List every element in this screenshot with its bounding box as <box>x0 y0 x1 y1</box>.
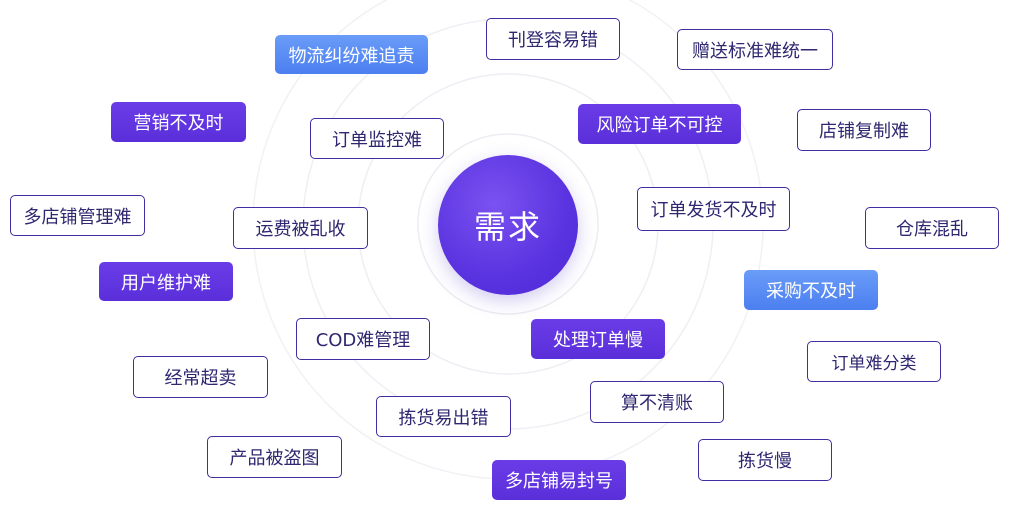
tag-listing-errors: 刊登容易错 <box>486 18 620 60</box>
tag-slow-order-processing: 处理订单慢 <box>531 319 665 359</box>
tag-warehouse-mess: 仓库混乱 <box>865 207 999 249</box>
tag-overselling: 经常超卖 <box>133 356 268 398</box>
tag-logistics-dispute: 物流纠纷难追责 <box>275 35 428 74</box>
tag-store-copy: 店铺复制难 <box>797 109 931 151</box>
tag-shipping-delay: 订单发货不及时 <box>637 187 790 231</box>
tag-customer-maintenance: 用户维护难 <box>99 262 233 301</box>
center-node-demand: 需求 <box>438 155 578 295</box>
tag-order-monitoring: 订单监控难 <box>310 118 444 159</box>
tag-purchase-delay: 采购不及时 <box>744 270 878 310</box>
tag-order-classification: 订单难分类 <box>807 341 941 382</box>
tag-store-ban-risk: 多店铺易封号 <box>492 460 626 500</box>
tag-cod-management: COD难管理 <box>296 318 430 360</box>
tag-picking-errors: 拣货易出错 <box>376 396 511 437</box>
tag-risk-orders: 风险订单不可控 <box>578 104 741 144</box>
tag-accounting-unclear: 算不清账 <box>590 381 724 423</box>
tag-slow-picking: 拣货慢 <box>698 439 832 481</box>
tag-freight-overcharge: 运费被乱收 <box>233 207 368 249</box>
tag-gift-standard: 赠送标准难统一 <box>677 29 833 70</box>
tag-marketing-delay: 营销不及时 <box>111 102 246 142</box>
tag-multi-store-management: 多店铺管理难 <box>10 195 145 236</box>
tag-image-theft: 产品被盗图 <box>207 436 342 478</box>
